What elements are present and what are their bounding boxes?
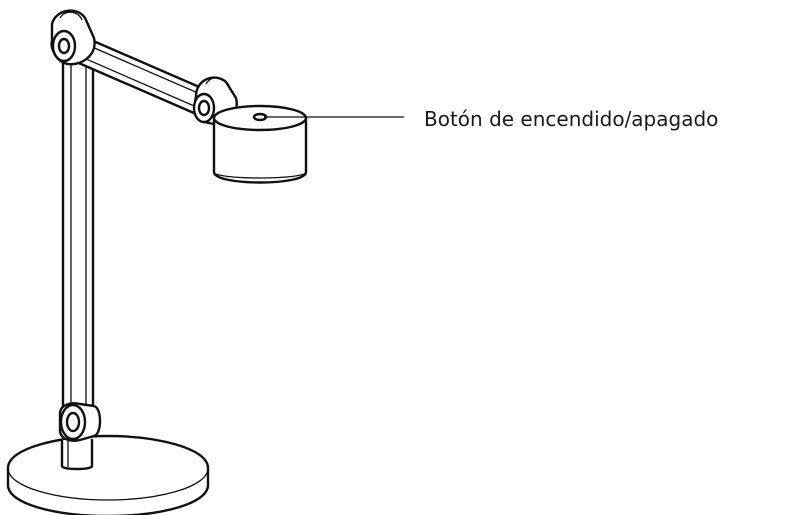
power-button-label: Botón de encendido/apagado [424,107,719,131]
lamp-head [212,104,308,184]
vertical-arm [61,44,95,420]
top-hinge [50,9,96,66]
base-neck [60,438,94,471]
lower-hinge [58,402,102,442]
lamp-base [6,434,210,515]
